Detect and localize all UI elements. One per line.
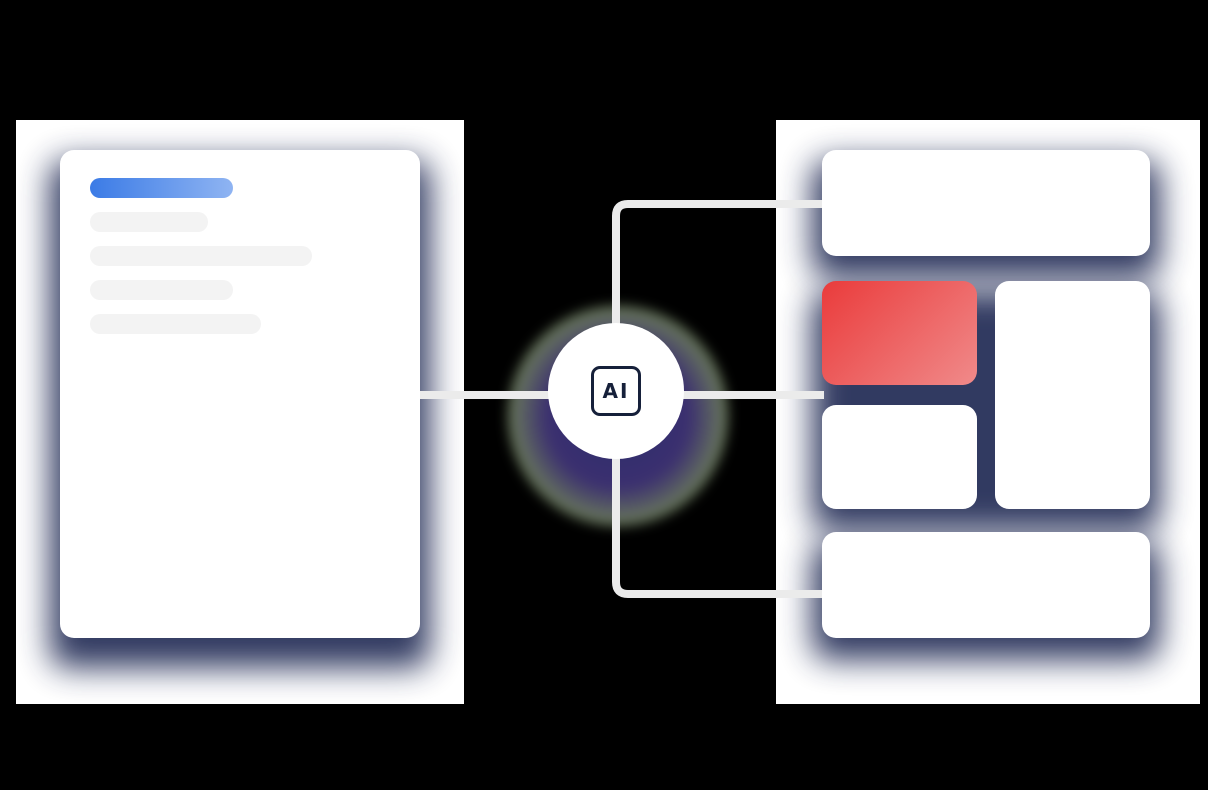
content-line	[90, 246, 312, 266]
output-block-tile	[822, 405, 977, 509]
output-footer-tile	[822, 532, 1150, 638]
content-line	[90, 314, 261, 334]
connector-hub-to-footer	[612, 456, 824, 598]
output-header-tile	[822, 150, 1150, 256]
content-line	[90, 212, 208, 232]
output-highlight-tile	[822, 281, 977, 385]
content-line-accent	[90, 178, 233, 198]
connector-hub-to-header	[612, 200, 824, 326]
ai-hub: AI	[548, 323, 684, 459]
ai-chip-icon: AI	[591, 366, 641, 416]
ai-label: AI	[602, 379, 630, 403]
source-document-card	[60, 150, 420, 638]
content-line	[90, 280, 233, 300]
output-sidebar-tile	[995, 281, 1150, 509]
